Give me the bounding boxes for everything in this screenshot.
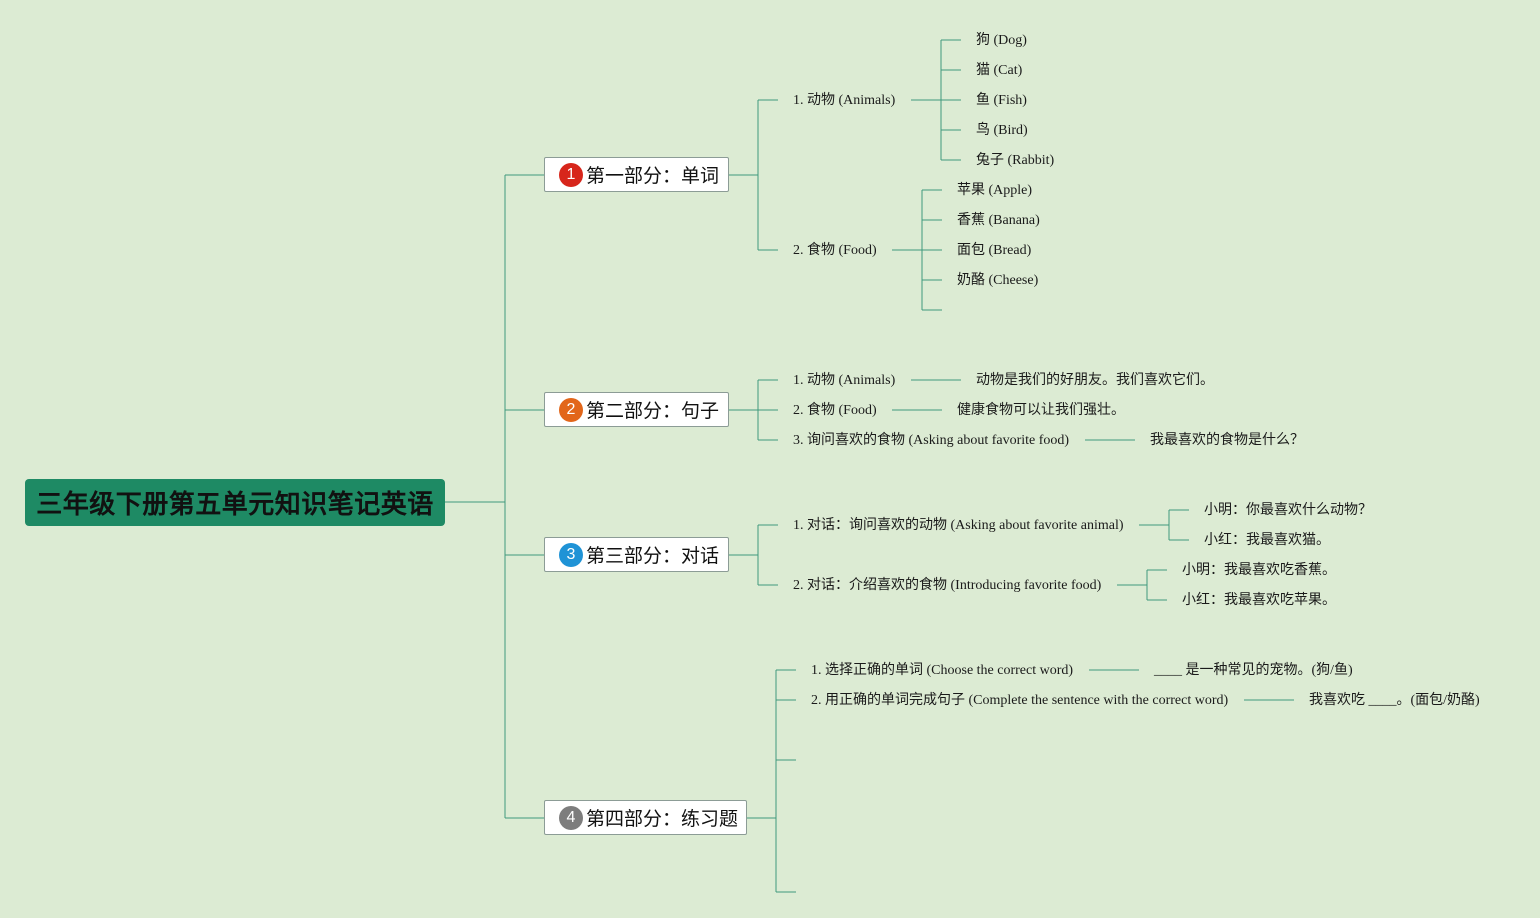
exercise-2: 我喜欢吃 ____。(面包/奶酪) (1309, 693, 1480, 708)
section-2-topic-3[interactable]: 3. 询问喜欢的食物 (Asking about favorite food) (793, 433, 1070, 448)
section-3-node[interactable]: 3 第三部分：对话 (544, 537, 729, 572)
sentence-animals: 动物是我们的好朋友。我们喜欢它们。 (976, 373, 1214, 388)
section-3-topic-1[interactable]: 1. 对话：询问喜欢的动物 (Asking about favorite ani… (793, 518, 1124, 533)
word-item-fish: 鱼 (Fish) (976, 93, 1027, 108)
section-3-topic-2[interactable]: 2. 对话：介绍喜欢的食物 (Introducing favorite food… (793, 578, 1102, 593)
section-1-label: 第一部分：单词 (586, 166, 720, 187)
number-one-badge-icon: 1 (559, 162, 583, 187)
word-item-cheese: 奶酪 (Cheese) (957, 273, 1039, 288)
section-2-topic-1[interactable]: 1. 动物 (Animals) (793, 373, 896, 388)
section-1-node[interactable]: 1 第一部分：单词 (544, 157, 729, 192)
sentence-favorite-food: 我最喜欢的食物是什么？ (1150, 433, 1304, 448)
section-2-node[interactable]: 2 第二部分：句子 (544, 392, 729, 427)
number-four-badge-icon: 4 (559, 805, 583, 830)
section-2-label: 第二部分：句子 (586, 401, 720, 422)
dialogue-line-ming-2: 小明：我最喜欢吃香蕉。 (1182, 563, 1336, 578)
word-item-bread: 面包 (Bread) (957, 243, 1032, 258)
section-4-node[interactable]: 4 第四部分：练习题 (544, 800, 747, 835)
section-4-topic-1[interactable]: 1. 选择正确的单词 (Choose the correct word) (811, 663, 1074, 678)
section-2-topic-2[interactable]: 2. 食物 (Food) (793, 403, 877, 418)
section-3-label: 第三部分：对话 (586, 546, 720, 567)
dialogue-line-hong-1: 小红：我最喜欢猫。 (1204, 533, 1330, 548)
number-two-badge-icon: 2 (559, 397, 583, 422)
section-4-topic-2[interactable]: 2. 用正确的单词完成句子 (Complete the sentence wit… (811, 693, 1229, 708)
dialogue-line-hong-2: 小红：我最喜欢吃苹果。 (1182, 593, 1336, 608)
exercise-1: ____ 是一种常见的宠物。(狗/鱼) (1154, 663, 1353, 678)
section-1-topic-1[interactable]: 1. 动物 (Animals) (793, 93, 896, 108)
word-item-banana: 香蕉 (Banana) (957, 213, 1040, 228)
section-4-label: 第四部分：练习题 (586, 809, 739, 830)
number-three-badge-icon: 3 (559, 542, 583, 567)
sentence-food: 健康食物可以让我们强壮。 (957, 403, 1125, 418)
word-item-rabbit: 兔子 (Rabbit) (976, 153, 1055, 168)
word-item-apple: 苹果 (Apple) (957, 183, 1033, 198)
word-item-dog: 狗 (Dog) (976, 33, 1027, 48)
dialogue-line-ming-1: 小明：你最喜欢什么动物？ (1204, 503, 1372, 518)
root-title: 三年级下册第五单元知识笔记英语 (25, 479, 445, 526)
section-1-topic-2[interactable]: 2. 食物 (Food) (793, 243, 877, 258)
word-item-cat: 猫 (Cat) (976, 63, 1023, 78)
word-item-bird: 鸟 (Bird) (976, 123, 1028, 138)
